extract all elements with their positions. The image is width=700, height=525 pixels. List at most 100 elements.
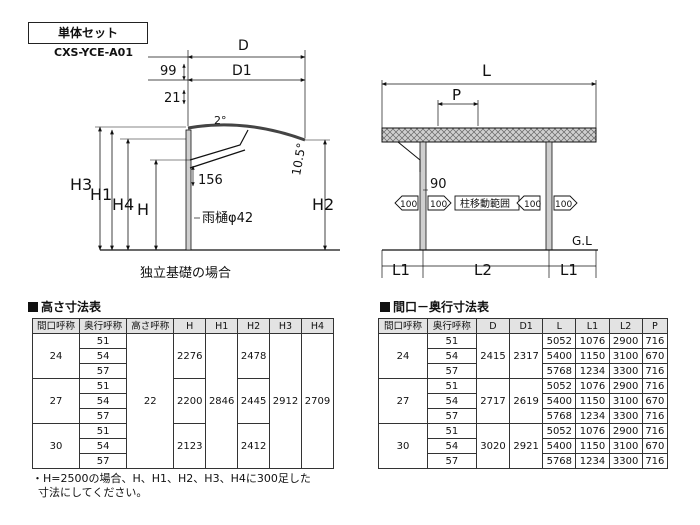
size_table-cell: 716 bbox=[641, 333, 669, 349]
side-view-labels: D D1 99 21 2° 10.5° 156 雨樋φ42 H3 H1 H4 H… bbox=[70, 38, 334, 226]
size_table-cell: 1234 bbox=[575, 363, 610, 379]
label-L: L bbox=[482, 61, 491, 80]
height_table-cell: 57 bbox=[79, 363, 128, 379]
height_table-cell: 54 bbox=[79, 348, 128, 364]
size_table-cell: 2415 bbox=[475, 333, 511, 379]
label-100-c: 100 bbox=[524, 200, 541, 210]
height_table-cell: 2478 bbox=[237, 333, 271, 379]
side-view-caption: 独立基礎の場合 bbox=[140, 266, 232, 281]
label-D1: D1 bbox=[232, 63, 252, 79]
height_table-cell: 2412 bbox=[237, 423, 271, 469]
label-L1-left: L1 bbox=[392, 261, 410, 279]
height_table-cell: 27 bbox=[31, 378, 81, 424]
size_table-cell: 5400 bbox=[542, 438, 577, 454]
size_table-cell: 51 bbox=[426, 378, 477, 394]
height_table-cell: 57 bbox=[79, 408, 128, 424]
set-label-box: 単体セット bbox=[28, 22, 148, 44]
size_table-cell: 54 bbox=[426, 393, 477, 409]
height_table-cell: 2445 bbox=[237, 378, 271, 424]
height_table-cell: 2912 bbox=[269, 333, 302, 469]
height_table-header-cell: 高さ呼称 bbox=[126, 318, 175, 334]
label-H4: H4 bbox=[112, 195, 134, 214]
size_table-cell: 51 bbox=[426, 333, 477, 349]
label-H1: H1 bbox=[90, 185, 112, 204]
height_table-header-cell: 間口呼称 bbox=[31, 318, 81, 334]
label-100-b: 100 bbox=[430, 200, 447, 210]
height_table-cell: 51 bbox=[79, 423, 128, 439]
size_table-cell: 3100 bbox=[608, 393, 643, 409]
label-99: 99 bbox=[160, 64, 177, 79]
size_table-cell: 5052 bbox=[542, 423, 577, 439]
height_table-cell: 24 bbox=[31, 333, 81, 379]
set-label: 単体セット bbox=[57, 26, 118, 40]
size_table-cell: 1076 bbox=[575, 378, 610, 394]
note-line-1: ・H=2500の場合、H、H1、H2、H3、H4に300足した bbox=[32, 472, 311, 485]
size_table-cell: 716 bbox=[641, 363, 669, 379]
size_table-cell: 716 bbox=[641, 453, 669, 469]
label-100-a: 100 bbox=[400, 200, 417, 210]
size_table-cell: 5768 bbox=[542, 453, 577, 469]
size_table-cell: 30 bbox=[378, 423, 428, 469]
size_table-cell: 2900 bbox=[608, 423, 643, 439]
size_table-cell: 54 bbox=[426, 348, 477, 364]
height-table-title: 高さ寸法表 bbox=[28, 298, 101, 315]
table-row: 57 bbox=[33, 453, 334, 469]
size_table-cell: 5768 bbox=[542, 408, 577, 424]
label-100-d: 100 bbox=[555, 200, 572, 210]
size_table-cell: 24 bbox=[378, 333, 428, 379]
size_table-cell: 3300 bbox=[608, 453, 643, 469]
height_table-cell: 51 bbox=[79, 378, 128, 394]
size_table-header-cell: L bbox=[542, 318, 577, 334]
size-table-title: 間口－奥行寸法表 bbox=[380, 298, 489, 315]
size_table-header-cell: L2 bbox=[608, 318, 643, 334]
size_table-cell: 5400 bbox=[542, 393, 577, 409]
size_table-cell: 1076 bbox=[575, 333, 610, 349]
label-angle-2: 2° bbox=[214, 114, 227, 127]
size_table-cell: 57 bbox=[426, 453, 477, 469]
label-H: H bbox=[137, 200, 149, 219]
size_table-cell: 54 bbox=[426, 438, 477, 454]
size_table-cell: 1076 bbox=[575, 423, 610, 439]
label-21: 21 bbox=[164, 91, 181, 106]
size_table-cell: 5400 bbox=[542, 348, 577, 364]
size_table-cell: 3300 bbox=[608, 408, 643, 424]
size_table-cell: 716 bbox=[641, 408, 669, 424]
height_table-cell: 22 bbox=[126, 333, 175, 469]
height_table-cell: 54 bbox=[79, 438, 128, 454]
size_table-cell: 3020 bbox=[475, 423, 511, 469]
label-GL: G.L bbox=[572, 234, 592, 248]
label-156: 156 bbox=[198, 173, 223, 188]
front-view bbox=[381, 80, 598, 278]
size_table-header-cell: D bbox=[475, 318, 511, 334]
height_table-cell: 30 bbox=[31, 423, 81, 469]
height_table-cell: 2200 bbox=[173, 378, 207, 424]
label-post-range: 柱移動範囲 bbox=[460, 197, 510, 210]
size_table-header-cell: D1 bbox=[509, 318, 544, 334]
size_table-cell: 670 bbox=[641, 393, 669, 409]
height_table-cell: 2123 bbox=[173, 423, 207, 469]
size_table-cell: 670 bbox=[641, 348, 669, 364]
label-gutter: 雨樋φ42 bbox=[202, 210, 253, 226]
label-angle-10-5: 10.5° bbox=[289, 142, 308, 177]
size_table-cell: 2619 bbox=[509, 378, 544, 424]
height_table-cell: 2276 bbox=[173, 333, 207, 379]
size_table-cell: 57 bbox=[426, 408, 477, 424]
size_table-cell: 51 bbox=[426, 423, 477, 439]
size_table-cell: 2921 bbox=[509, 423, 544, 469]
size_table-cell: 670 bbox=[641, 438, 669, 454]
size_table-cell: 57 bbox=[426, 363, 477, 379]
size_table-cell: 27 bbox=[378, 378, 428, 424]
size_table-cell: 1150 bbox=[575, 348, 610, 364]
square-icon bbox=[380, 302, 390, 312]
